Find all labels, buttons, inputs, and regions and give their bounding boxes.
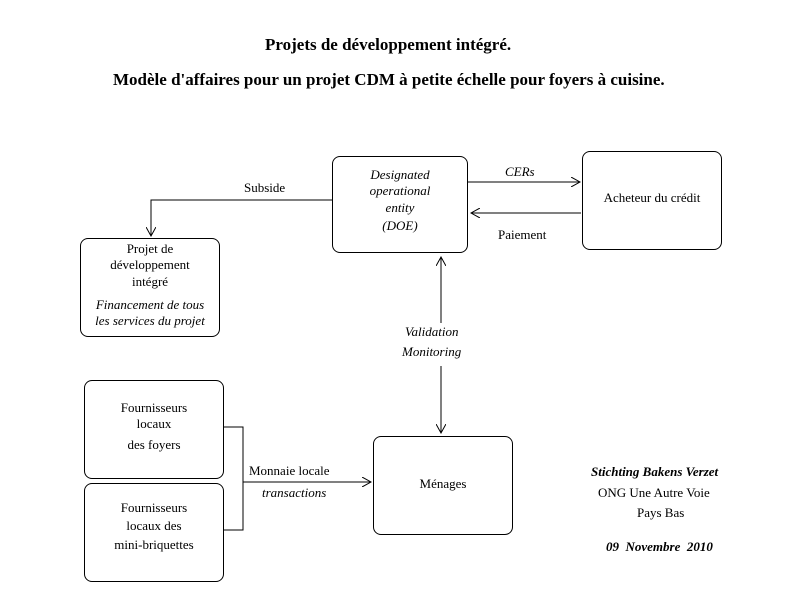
projet-line3: intégré — [131, 273, 169, 289]
org-country: Pays Bas — [637, 505, 685, 520]
doe-box: Designated operational entity (DOE) — [332, 156, 468, 253]
subside-arrow — [151, 199, 332, 236]
org-name: Stichting Bakens Verzet — [591, 464, 719, 479]
doe-line1: Designated — [370, 167, 430, 182]
briquettes-line3: mini-briquettes — [114, 536, 194, 552]
foyers-line3: des foyers — [127, 436, 181, 452]
validation-label: Validation — [405, 324, 459, 339]
doe-line3: entity — [385, 199, 415, 215]
monitoring-label: Monitoring — [402, 344, 462, 359]
foyers-line2: locaux — [136, 416, 172, 432]
subside-label: Subside — [244, 180, 286, 195]
doe-line4: (DOE) — [382, 217, 418, 233]
page-title: Projets de développement intégré. — [265, 35, 512, 54]
transactions-label: transactions — [262, 485, 327, 500]
org-subtitle: ONG Une Autre Voie — [598, 485, 710, 500]
acheteur-box: Acheteur du crédit — [582, 151, 722, 250]
projet-line5: les services du projet — [95, 313, 205, 328]
cers-label: CERs — [505, 164, 535, 179]
page-subtitle: Modèle d'affaires pour un projet CDM à p… — [113, 70, 665, 89]
menages-box: Ménages — [373, 436, 513, 535]
projet-box: Projet de développement intégré Financem… — [80, 238, 220, 337]
monnaie-label: Monnaie locale — [249, 463, 330, 478]
briquettes-line1: Fournisseurs — [120, 500, 188, 515]
projet-line2: développement — [110, 257, 190, 273]
fournisseurs-briquettes-box: Fournisseurs locaux des mini-briquettes — [84, 483, 224, 582]
paiement-label: Paiement — [498, 227, 547, 242]
fournisseurs-bracket — [223, 426, 244, 531]
doe-line2: operational — [369, 183, 431, 199]
foyers-line1: Fournisseurs — [120, 400, 188, 415]
briquettes-line2: locaux des — [126, 518, 182, 534]
projet-line1: Projet de — [126, 241, 174, 256]
footer-date: 09 Novembre 2010 — [606, 539, 713, 554]
menages-label: Ménages — [419, 476, 467, 491]
projet-line4: Financement de tous — [95, 296, 205, 312]
fournisseurs-foyers-box: Fournisseurs locaux des foyers — [84, 380, 224, 479]
acheteur-label: Acheteur du crédit — [603, 190, 701, 205]
